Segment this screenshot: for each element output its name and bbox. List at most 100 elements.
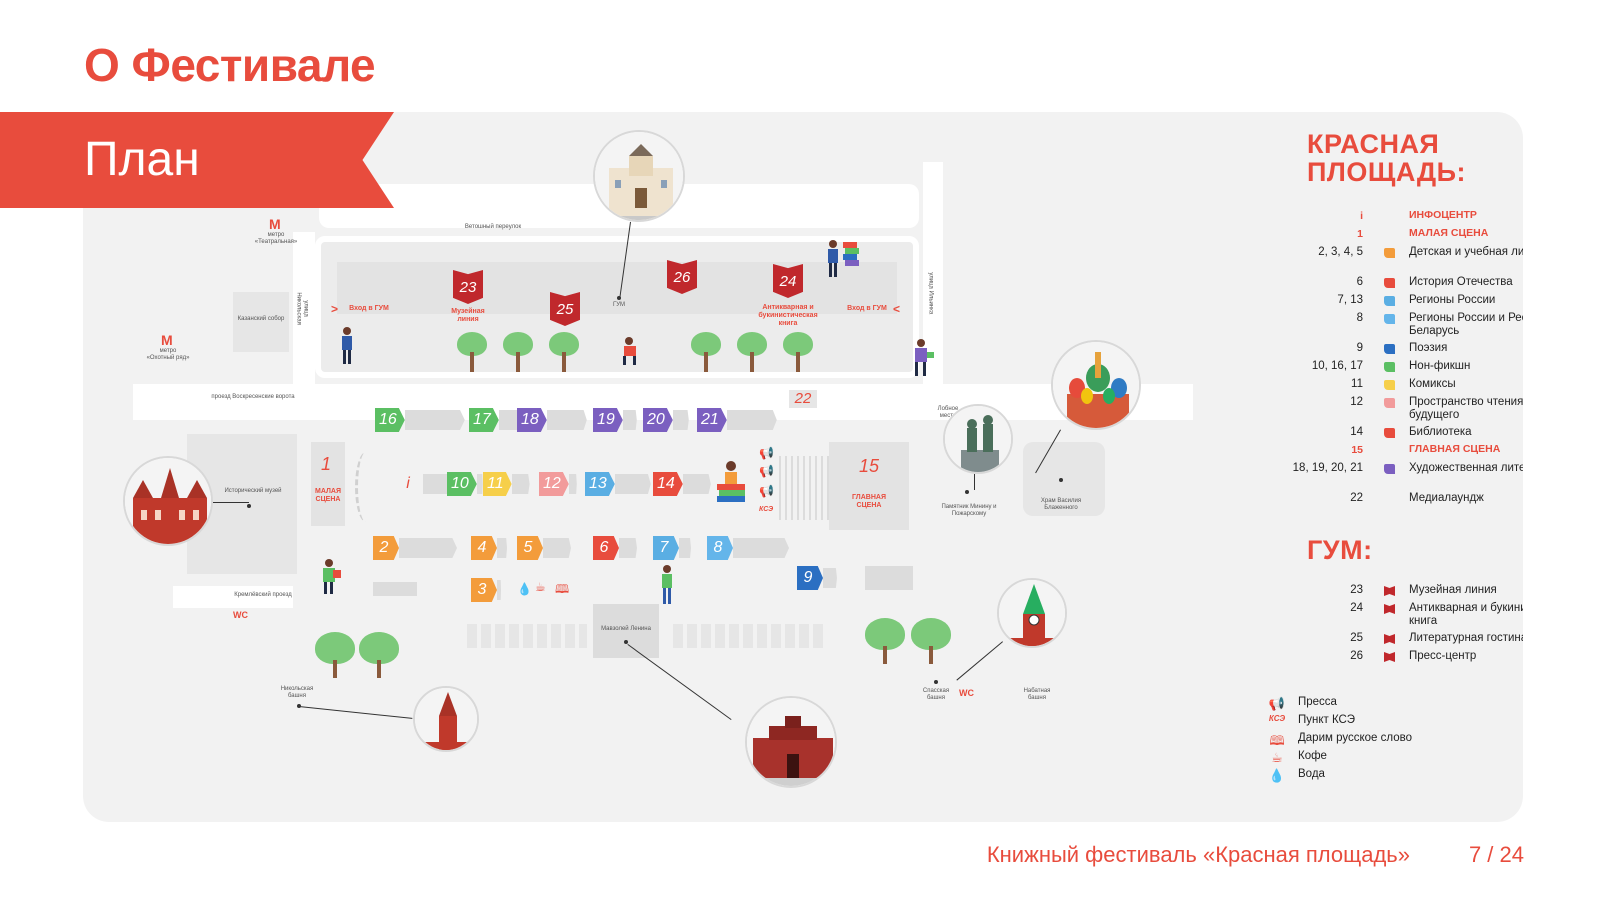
stall-8[interactable]: 8 xyxy=(707,536,789,560)
history-museum-label: Исторический музей xyxy=(224,488,282,494)
kazan-cathedral-block xyxy=(233,292,289,352)
legend-label: Поэзия xyxy=(1409,342,1448,354)
legend-icon-label: Пресса xyxy=(1298,696,1337,708)
gum-entrance-right: Вход в ГУМ xyxy=(847,305,887,312)
book-icon: 🕮 xyxy=(555,582,570,596)
stall-2[interactable]: 2 xyxy=(373,536,457,560)
minin-label: Памятник Минину и Пожарскому xyxy=(941,504,997,517)
metro-icon: М xyxy=(161,332,173,348)
small-stage-number: 1 xyxy=(321,454,332,474)
legend-codes: 12 xyxy=(1350,396,1363,408)
main-stage[interactable] xyxy=(829,442,909,530)
legend-label: МАЛАЯ СЦЕНА xyxy=(1409,227,1489,239)
tree xyxy=(783,332,813,372)
vasily-label: Храм Василия Блаженного xyxy=(1040,498,1082,511)
tree xyxy=(315,632,355,678)
gum-tag-26[interactable]: 26 xyxy=(667,260,697,294)
legend-swatch xyxy=(1384,398,1395,408)
legend-codes: 9 xyxy=(1356,342,1363,354)
stall-5[interactable]: 5 xyxy=(517,536,571,560)
spasskaya-tower-illustration xyxy=(997,578,1067,648)
tree xyxy=(865,618,905,664)
stall-13[interactable]: 13 xyxy=(585,472,651,496)
main-stage-number: 15 xyxy=(859,456,880,476)
stall-14[interactable]: 14 xyxy=(653,472,711,496)
wc-label: WC xyxy=(233,610,248,620)
stall-12[interactable]: 12 xyxy=(539,472,577,496)
stall-blank xyxy=(865,566,913,590)
legend-codes: 8 xyxy=(1356,312,1363,324)
stall-18[interactable]: 18 xyxy=(517,408,587,432)
stall-10[interactable]: 10 xyxy=(447,472,483,496)
legend-swatch xyxy=(1384,362,1395,372)
vasily-dot xyxy=(1059,478,1063,482)
legend-swatch xyxy=(1384,464,1395,474)
gum-tag-24-label: Антикварная и букинистическая книга xyxy=(758,304,818,328)
legend-codes: 26 xyxy=(1350,650,1363,662)
gum-tag-24[interactable]: 24 xyxy=(773,264,803,298)
legend-codes: 2, 3, 4, 5 xyxy=(1318,246,1363,258)
legend-label: ГЛАВНАЯ СЦЕНА xyxy=(1409,443,1501,455)
legend-codes: 18, 19, 20, 21 xyxy=(1292,462,1363,474)
kse-icon: КСЭ xyxy=(1268,714,1286,723)
book-flag-icon xyxy=(1384,586,1395,596)
legend-label: Музейная линия xyxy=(1409,584,1497,596)
lobnoe-label: Лобное место xyxy=(937,406,959,419)
gum-inner-hall xyxy=(337,262,897,314)
legend-codes: 15 xyxy=(1351,444,1363,456)
stall-6[interactable]: 6 xyxy=(593,536,637,560)
gum-tag-23[interactable]: 23 xyxy=(453,270,483,304)
stall-3[interactable]: 3 xyxy=(471,578,501,602)
stall-21[interactable]: 21 xyxy=(697,408,777,432)
tree xyxy=(737,332,767,372)
legend-label: Нон-фикшн xyxy=(1409,360,1471,372)
book-icon: 🕮 xyxy=(1269,733,1285,748)
nikolskaya-tower-illustration xyxy=(413,686,479,752)
gum-label: ГУМ xyxy=(612,302,626,308)
stall-9[interactable]: 9 xyxy=(797,566,837,590)
page-number: 7 / 24 xyxy=(1468,842,1524,867)
small-stage[interactable] xyxy=(311,442,345,526)
legend-label: Комиксы xyxy=(1409,378,1456,390)
legend-label: Литературная гостиная xyxy=(1409,632,1523,644)
person-reading-figure xyxy=(825,238,865,282)
street-label-kremlevsky: Кремлёвский проезд xyxy=(234,592,292,598)
legend-row: 9 Поэзия xyxy=(1273,342,1523,360)
stall-20[interactable]: 20 xyxy=(643,408,689,432)
small-stage-label: МАЛАЯ СЦЕНА xyxy=(315,488,341,504)
chevron-right-icon: > xyxy=(331,302,339,316)
gum-dot xyxy=(617,296,621,300)
stall-22-medialounge[interactable]: 22 xyxy=(789,390,817,408)
kremlin-stands xyxy=(673,624,823,648)
legend-swatch xyxy=(1384,380,1395,390)
stall-11[interactable]: 11 xyxy=(483,472,530,496)
megaphone-icon: 📢 xyxy=(759,484,774,498)
stall-17[interactable]: 17 xyxy=(469,408,521,432)
stall-7[interactable]: 7 xyxy=(653,536,691,560)
leader-line xyxy=(956,641,1003,681)
water-drop-icon: 💧 xyxy=(517,582,532,596)
gum-tag-25[interactable]: 25 xyxy=(550,292,580,326)
footer-title: Книжный фестиваль «Красная площадь» xyxy=(986,842,1410,867)
nabatnaya-tower-label: Набатная башня xyxy=(1023,688,1051,701)
tree xyxy=(359,632,399,678)
stall-4[interactable]: 4 xyxy=(471,536,507,560)
street-label-voskresenskie: проезд Воскресенские ворота xyxy=(211,394,295,400)
person-figure xyxy=(909,338,935,378)
road-kremlevsky xyxy=(173,586,293,608)
legend-label: Медиалаундж xyxy=(1409,492,1484,504)
person-figure xyxy=(659,564,675,606)
stall-16[interactable]: 16 xyxy=(375,408,465,432)
map-panel: Ветошный переулок проезд Воскресенские в… xyxy=(83,112,1523,822)
stall-19[interactable]: 19 xyxy=(593,408,637,432)
kremlin-stands xyxy=(467,624,587,648)
legend-label: История Отечества xyxy=(1409,276,1513,288)
